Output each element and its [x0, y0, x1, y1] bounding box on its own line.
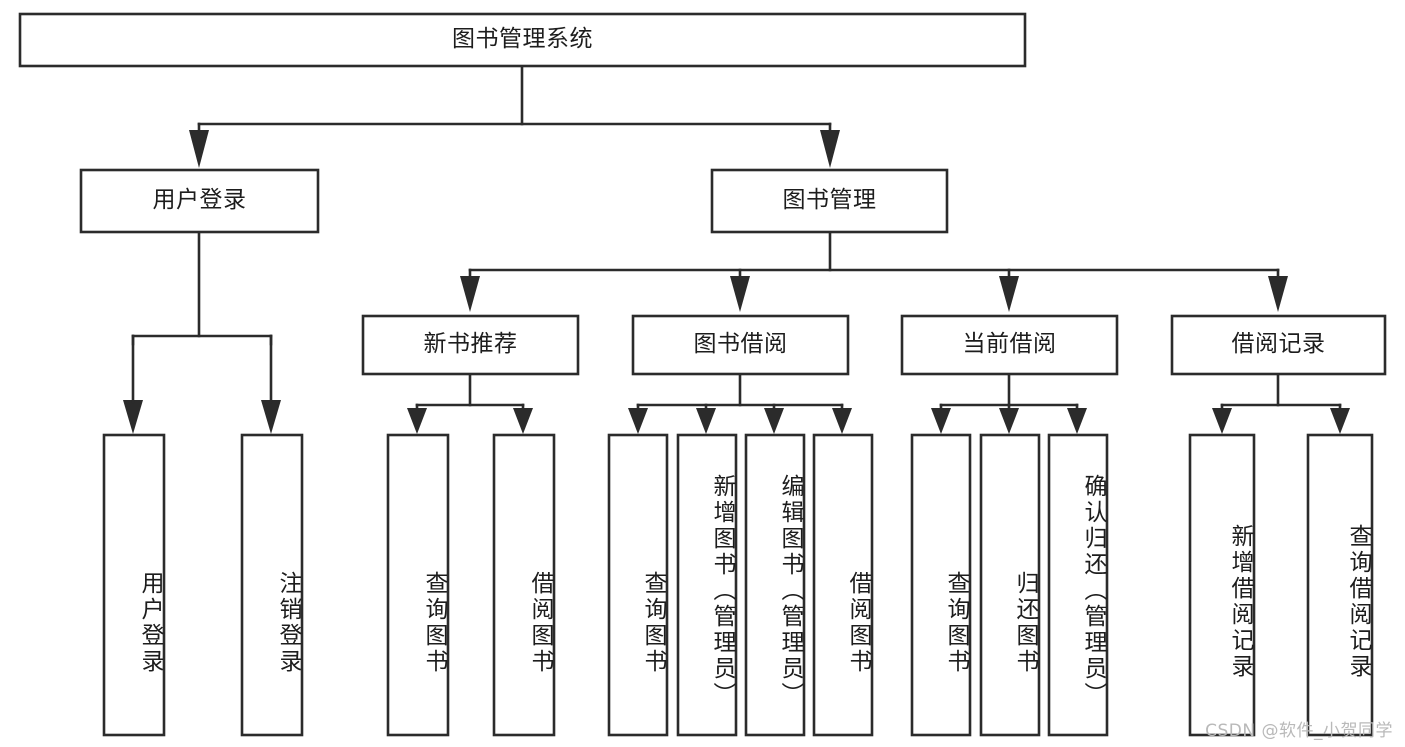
- edge-group-current-borrow: [931, 372, 1087, 434]
- arrow-head-leaf-logout: [261, 400, 281, 434]
- edge-group-new-book-rec: [407, 372, 533, 434]
- arrow-head-leaf-add-record: [1212, 408, 1232, 434]
- node-box-leaf-12[interactable]: [1306, 433, 1374, 737]
- node-box-borrow-record[interactable]: [1170, 314, 1387, 376]
- node-box-new-book-recommend[interactable]: [361, 314, 580, 376]
- node-box-root[interactable]: [18, 12, 1027, 68]
- node-box-book-management[interactable]: [710, 168, 949, 234]
- arrow-head-leaf-add-book: [696, 408, 716, 434]
- arrow-head-leaf-user-login: [123, 400, 143, 434]
- arrow-head-leaf-confirm-return: [1067, 408, 1087, 434]
- arrow-head-book-borrow: [730, 276, 750, 312]
- csdn-watermark: CSDN @软件_小贺同学: [1205, 721, 1393, 741]
- arrow-head-leaf-query-book-1: [407, 408, 427, 434]
- node-box-leaf-2[interactable]: [386, 433, 450, 737]
- arrow-head-leaf-query-record: [1330, 408, 1350, 434]
- arrow-head-borrow-record: [1268, 276, 1288, 312]
- arrow-head-leaf-query-book-2: [628, 408, 648, 434]
- node-box-leaf-7[interactable]: [812, 433, 874, 737]
- node-box-leaf-4[interactable]: [607, 433, 669, 737]
- arrow-head-leaf-return-book: [999, 408, 1019, 434]
- arrow-head-leaf-borrow-book-1: [513, 408, 533, 434]
- node-box-leaf-10[interactable]: [1047, 433, 1109, 737]
- edge-group-user-login: [123, 230, 281, 434]
- edge-group-borrow-record: [1212, 372, 1350, 434]
- edge-group-book-mgmt: [460, 230, 1288, 312]
- arrow-head-leaf-edit-book: [764, 408, 784, 434]
- node-box-leaf-6[interactable]: [744, 433, 806, 737]
- node-box-book-borrow[interactable]: [631, 314, 850, 376]
- node-box-leaf-11[interactable]: [1188, 433, 1256, 737]
- node-box-current-borrow[interactable]: [900, 314, 1119, 376]
- node-box-leaf-5[interactable]: [676, 433, 738, 737]
- arrow-head-book-mgmt: [820, 130, 840, 168]
- edge-group-book-borrow: [628, 372, 852, 434]
- arrow-head-leaf-borrow-book-2: [832, 408, 852, 434]
- arrow-head-current-borrow: [999, 276, 1019, 312]
- node-box-leaf-9[interactable]: [979, 433, 1041, 737]
- arrow-head-leaf-query-book-3: [931, 408, 951, 434]
- arrow-head-user-login: [189, 130, 209, 168]
- node-box-leaf-1[interactable]: [240, 433, 304, 737]
- node-box-leaf-8[interactable]: [910, 433, 972, 737]
- arrow-head-new-book-rec: [460, 276, 480, 312]
- edge-group-root: [189, 64, 840, 168]
- node-box-leaf-3[interactable]: [492, 433, 556, 737]
- node-box-user-login[interactable]: [79, 168, 320, 234]
- node-box-leaf-0[interactable]: [102, 433, 166, 737]
